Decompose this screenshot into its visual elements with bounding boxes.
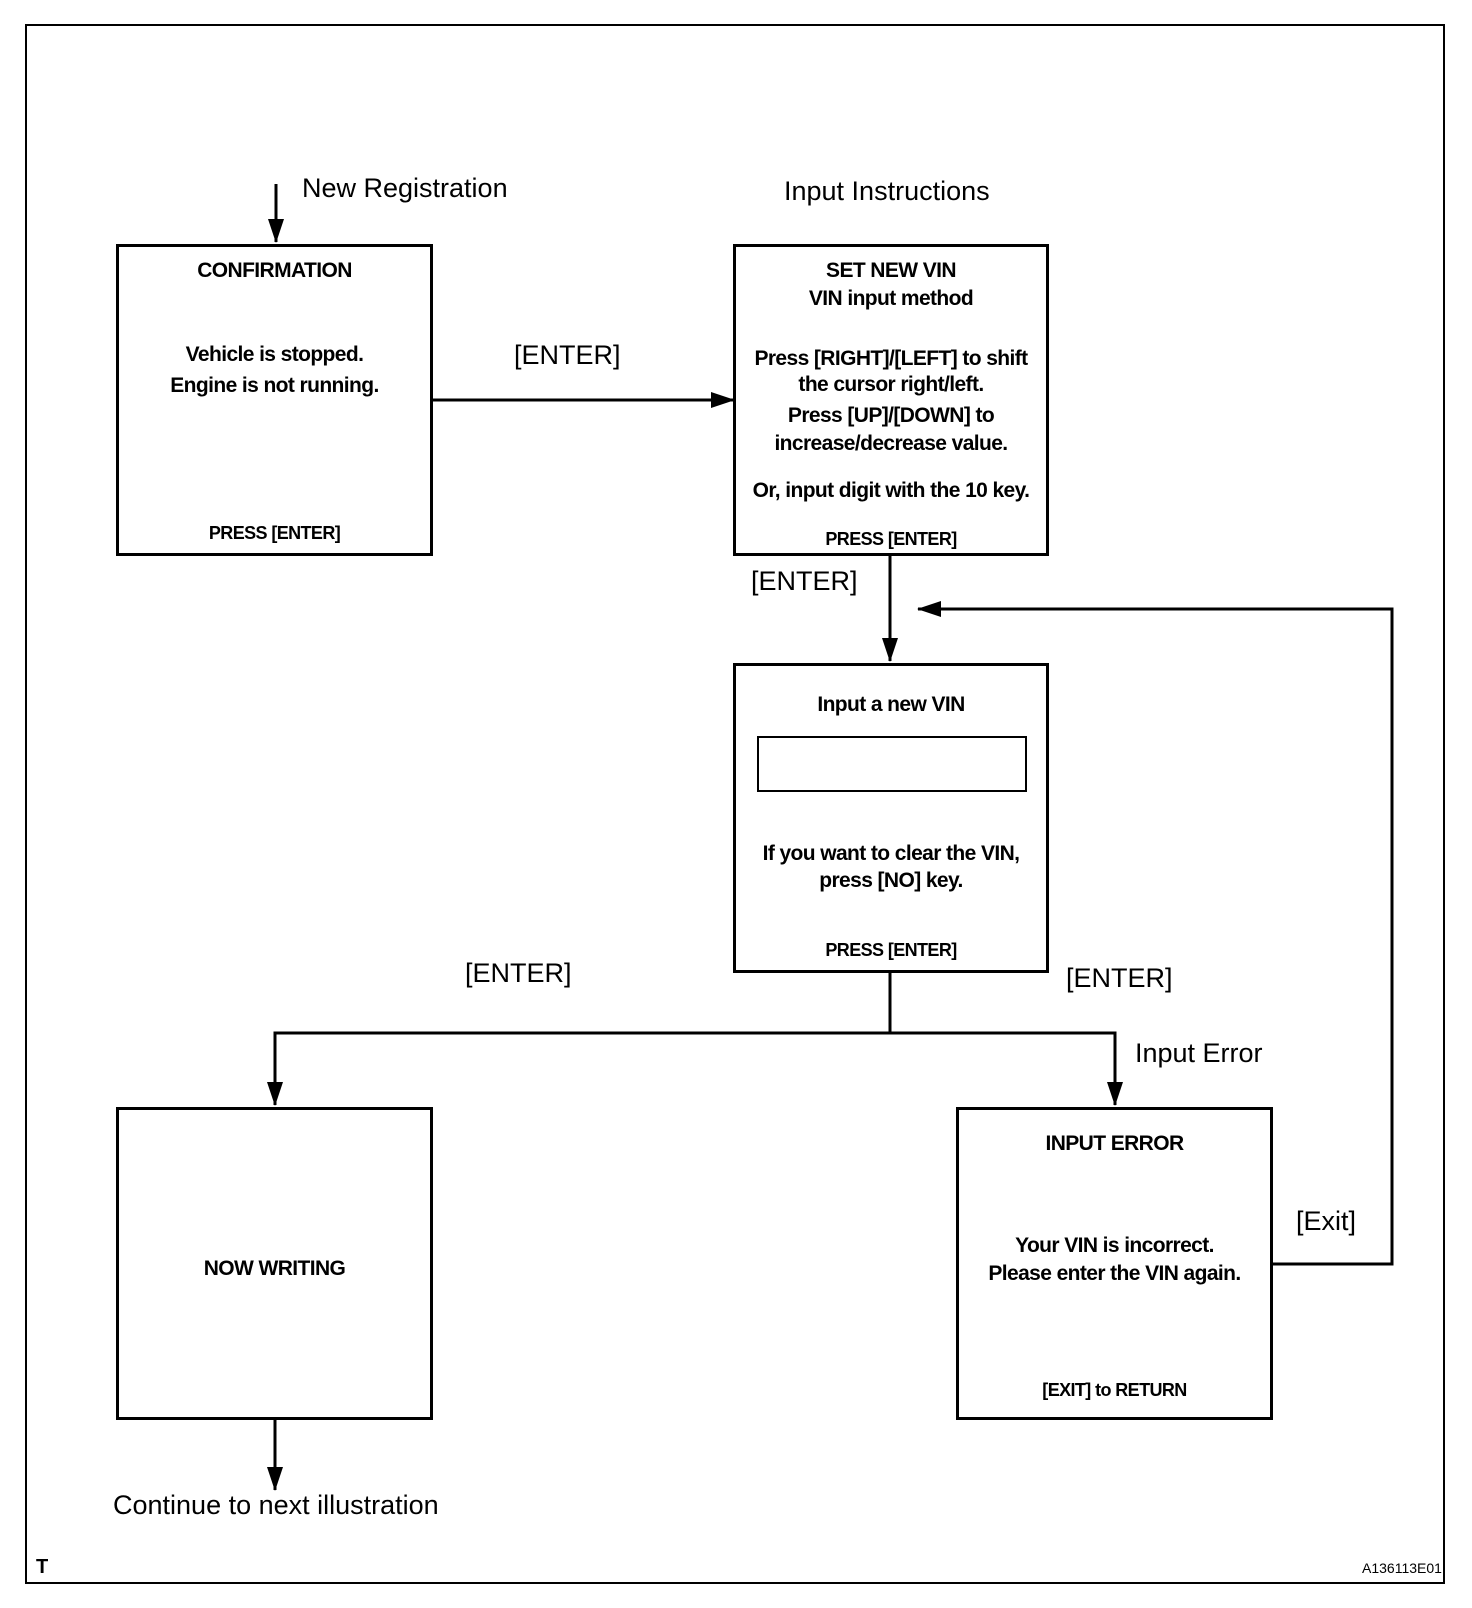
confirmation-screen: CONFIRMATION Vehicle is stopped. Engine …	[116, 244, 433, 556]
input-error-line-1: Your VIN is incorrect.	[1015, 1234, 1214, 1257]
set-new-vin-title: SET NEW VIN	[826, 259, 957, 282]
now-writing-screen: NOW WRITING	[116, 1107, 433, 1420]
vin-input-field[interactable]	[757, 736, 1027, 792]
input-error-footer: [EXIT] to RETURN	[1042, 1380, 1187, 1400]
arrow-exit-return-loop	[917, 601, 1394, 1266]
input-error-line-2: Please enter the VIN again.	[988, 1262, 1241, 1285]
connector-input-vin-split	[267, 971, 892, 1106]
continue-label: Continue to next illustration	[113, 1490, 439, 1520]
diagram-frame	[25, 24, 1445, 1584]
input-new-vin-screen: Input a new VIN If you want to clear the…	[733, 663, 1049, 973]
enter-label-2: [ENTER]	[751, 566, 858, 596]
connector-to-input-error	[890, 1031, 1123, 1106]
input-new-vin-line-2: press [NO] key.	[819, 869, 963, 892]
new-registration-label: New Registration	[302, 173, 508, 203]
set-new-vin-line-3: Press [UP]/[DOWN] to	[787, 404, 995, 427]
input-new-vin-footer: PRESS [ENTER]	[825, 940, 957, 960]
corner-mark: T	[36, 1556, 49, 1578]
confirmation-line-2: Engine is not running.	[170, 374, 379, 397]
input-new-vin-line-1: If you want to clear the VIN,	[762, 842, 1020, 865]
enter-label-1: [ENTER]	[514, 340, 621, 370]
input-new-vin-title: Input a new VIN	[817, 693, 965, 716]
now-writing-title: NOW WRITING	[203, 1257, 346, 1280]
set-new-vin-line-4: increase/decrease value.	[774, 432, 1008, 455]
set-new-vin-line-1: Press [RIGHT]/[LEFT] to shift	[754, 347, 1028, 370]
enter-label-3: [ENTER]	[465, 958, 572, 988]
exit-label: [Exit]	[1296, 1206, 1357, 1236]
input-error-label: Input Error	[1135, 1038, 1263, 1068]
set-new-vin-subtitle: VIN input method	[808, 287, 974, 310]
input-error-screen: INPUT ERROR Your VIN is incorrect. Pleas…	[956, 1107, 1273, 1420]
set-new-vin-footer: PRESS [ENTER]	[825, 529, 957, 549]
confirmation-footer: PRESS [ENTER]	[208, 523, 341, 543]
set-new-vin-line-2: the cursor right/left.	[798, 373, 984, 396]
set-new-vin-line-5: Or, input digit with the 10 key.	[752, 479, 1030, 502]
set-new-vin-screen: SET NEW VIN VIN input method Press [RIGH…	[733, 244, 1049, 556]
confirmation-line-1: Vehicle is stopped.	[185, 343, 364, 366]
enter-label-4: [ENTER]	[1066, 963, 1173, 993]
input-error-title: INPUT ERROR	[1045, 1132, 1184, 1155]
figure-id: A136113E01	[1362, 1560, 1442, 1576]
confirmation-title: CONFIRMATION	[197, 259, 352, 282]
input-instructions-label: Input Instructions	[784, 176, 990, 206]
